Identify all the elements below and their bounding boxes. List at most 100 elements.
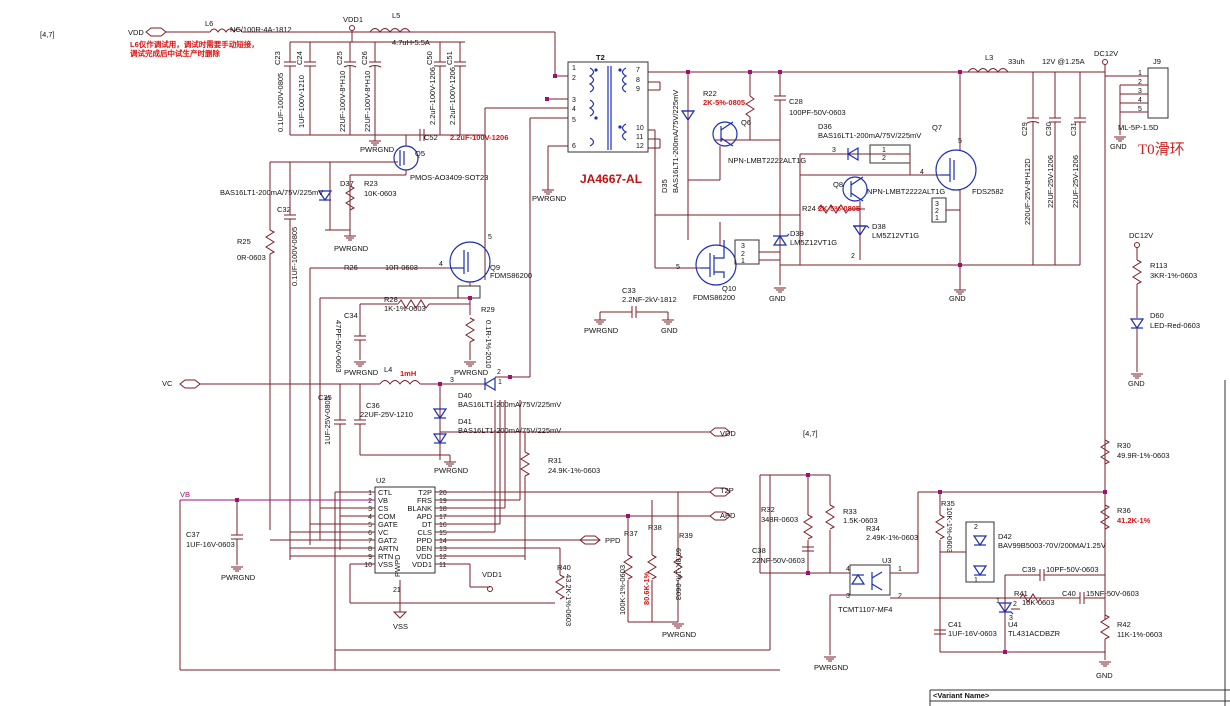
u3-ref: U3 xyxy=(882,556,892,565)
svg-text:5: 5 xyxy=(572,117,576,124)
shunt-regulator-u4 xyxy=(997,602,1013,614)
input-cap-bank xyxy=(284,42,466,136)
c31-ref: C31 xyxy=(1069,122,1078,136)
u3-value: TCMT1107-MF4 xyxy=(838,605,892,614)
r22-ref: R22 xyxy=(703,89,717,98)
svg-text:APD: APD xyxy=(417,512,433,521)
r33-ref: R33 xyxy=(843,507,857,516)
q10-value: FDMS86200 xyxy=(693,293,735,302)
svg-text:13: 13 xyxy=(439,546,447,553)
svg-text:2: 2 xyxy=(1013,601,1017,608)
d38-value: LM5Z12VT1G xyxy=(872,231,919,240)
svg-text:3: 3 xyxy=(572,97,576,104)
d36-value: BAS16LT1-200mA/75V/225mV xyxy=(818,131,921,140)
d39-value: LM5Z12VT1G xyxy=(790,238,837,247)
c52-ref: C52 xyxy=(424,133,438,142)
r37-ref: R37 xyxy=(624,529,638,538)
svg-text:3: 3 xyxy=(846,593,850,600)
svg-text:1: 1 xyxy=(898,566,902,573)
led-d60 xyxy=(1129,318,1145,330)
c32-value: 0.1UF-100V-0805 xyxy=(290,227,299,286)
r38-value: 80.6K-1% xyxy=(642,571,651,605)
c26-value: 22UF-100V-8*H10 xyxy=(363,71,372,132)
c29-value: 220UF-25V-8*H12D xyxy=(1023,158,1032,225)
net-port-vdd xyxy=(145,27,167,37)
svg-text:5: 5 xyxy=(488,234,492,241)
svg-text:VDD1: VDD1 xyxy=(412,560,432,569)
svg-text:VC: VC xyxy=(378,528,389,537)
net-label-pwrgnd: PWRGND xyxy=(221,573,256,582)
svg-text:17: 17 xyxy=(439,514,447,521)
c28-ref: C28 xyxy=(789,97,803,106)
r34-value: 2.49K-1%-0603 xyxy=(866,533,918,542)
r37-value: 100K-1%-0603 xyxy=(618,565,627,615)
r36-ref: R36 xyxy=(1117,506,1131,515)
r22-value: 2K-5%-0805 xyxy=(703,98,745,107)
c34-value: 47PF-50V-0603 xyxy=(334,320,343,373)
svg-text:1: 1 xyxy=(1138,70,1142,77)
r23-value: 10K-0603 xyxy=(364,189,397,198)
r30-value: 49.9R-1%-0603 xyxy=(1117,451,1170,460)
c33-ref: C33 xyxy=(622,286,636,295)
u4-ref: U4 xyxy=(1008,620,1018,629)
svg-text:2: 2 xyxy=(497,369,501,376)
t2-right-pin-numbers: 7 8 9 10 11 12 xyxy=(636,67,644,150)
l6-value: NC/100R-4A-1812 xyxy=(230,25,292,34)
diode-d41 xyxy=(432,408,448,420)
resistor-r32 xyxy=(803,514,814,540)
c30-value: 22UF-25V-1206 xyxy=(1046,155,1055,208)
d41-ref: D41 xyxy=(458,417,472,426)
d38-ref: D38 xyxy=(872,222,886,231)
d41-value: BAS16LT1-200mA/75V/225mV xyxy=(458,426,561,435)
svg-text:2: 2 xyxy=(898,593,902,600)
c23-value: 0.1UF-100V-0805 xyxy=(276,73,285,132)
net-label-gnd: GND xyxy=(769,294,786,303)
svg-text:T2P: T2P xyxy=(418,488,432,497)
d39-ref: D39 xyxy=(790,229,804,238)
svg-text:4: 4 xyxy=(1138,97,1142,104)
svg-text:1: 1 xyxy=(935,215,939,222)
vss-symbol xyxy=(392,611,408,619)
r36-value: 41.2K-1% xyxy=(1117,516,1151,525)
c24-value: 1UF-100V-1210 xyxy=(297,75,306,128)
svg-text:RTN: RTN xyxy=(378,552,393,561)
r25-value: 0R-0603 xyxy=(237,253,266,262)
pwrgnd-symbol xyxy=(671,623,685,629)
l5-ref: L5 xyxy=(392,11,400,20)
resistor-r40 xyxy=(555,574,566,600)
net-label-gnd: GND xyxy=(661,326,678,335)
c38-value: 22NF-50V-0603 xyxy=(752,556,805,565)
q9-ref: Q9 xyxy=(490,263,500,272)
c41-ref: C41 xyxy=(948,620,962,629)
c40-value: 15NF-50V-0603 xyxy=(1086,589,1139,598)
q9-value: FDMS86200 xyxy=(490,271,532,280)
c41-value: 1UF-16V-0603 xyxy=(948,629,997,638)
svg-text:8: 8 xyxy=(636,77,640,84)
svg-text:3: 3 xyxy=(450,377,454,384)
svg-text:1: 1 xyxy=(572,65,576,72)
c30-ref: C30 xyxy=(1044,122,1053,136)
q10-ref: Q10 xyxy=(722,284,736,293)
c39-ref: C39 xyxy=(1022,565,1036,574)
svg-text:3: 3 xyxy=(1009,615,1013,622)
net-label-pwrgnd: PWRGND xyxy=(334,244,369,253)
net-port-dc12v xyxy=(1134,242,1140,248)
svg-text:CTL: CTL xyxy=(378,488,392,497)
r39-ref: R39 xyxy=(679,531,693,540)
t2-left-pin-numbers: 1 2 3 4 5 6 xyxy=(572,65,576,150)
c31-value: 22UF-25V-1206 xyxy=(1071,155,1080,208)
q8-ref: Q8 xyxy=(833,180,843,189)
r42-value: 11K-1%-0603 xyxy=(1117,630,1162,639)
u2-left-pins: CTL VB CS COM GATE VC GAT2 ARTN RTN VSS xyxy=(378,488,398,569)
net-label-vdd1-u2: VDD1 xyxy=(482,570,502,579)
l3-value: 33uh xyxy=(1008,57,1025,66)
c24-ref: C24 xyxy=(295,51,304,65)
pwrgnd-symbol xyxy=(593,319,607,325)
net-label-pwrgnd: PWRGND xyxy=(662,630,697,639)
svg-text:10: 10 xyxy=(364,562,372,569)
r34-ref: R34 xyxy=(866,524,880,533)
inductor-l3 xyxy=(967,68,1009,73)
l6-note-line-1: L6仅作调试用，调试时需要手动短接， xyxy=(130,39,259,49)
svg-text:5: 5 xyxy=(676,264,680,271)
